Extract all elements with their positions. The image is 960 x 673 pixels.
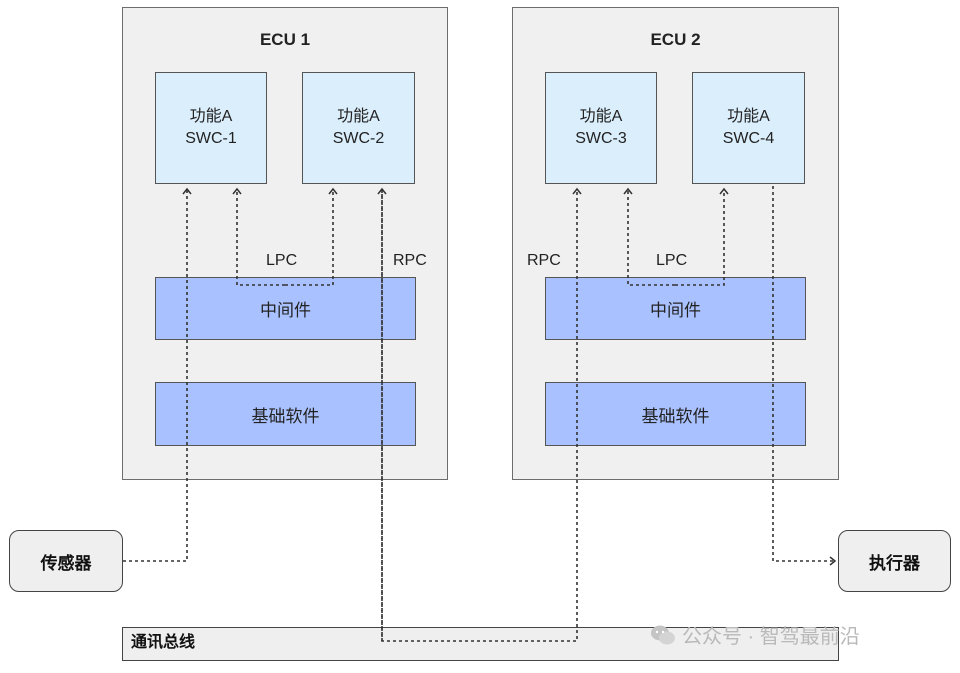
ecu-2-title: ECU 2 bbox=[650, 30, 701, 49]
ecu-1-lpc-label: LPC bbox=[266, 252, 298, 269]
ecu-1-rpc-label: RPC bbox=[393, 252, 427, 269]
watermark: 公众号 · 智驾最前沿 bbox=[650, 620, 860, 649]
swc-1-box: 功能A SWC-1 bbox=[155, 72, 267, 184]
watermark-text: 公众号 · 智驾最前沿 bbox=[682, 626, 860, 648]
swc-2-name: SWC-2 bbox=[332, 130, 385, 147]
swc-1-name: SWC-1 bbox=[185, 130, 237, 147]
swc-4-function-label: 功能A bbox=[727, 108, 770, 125]
swc-2-box: 功能A SWC-2 bbox=[302, 72, 415, 184]
swc-2-function-label: 功能A bbox=[337, 108, 380, 125]
swc-4-name: SWC-4 bbox=[722, 130, 775, 147]
ecu-1-base-software: 基础软件 bbox=[155, 382, 416, 446]
swc-3-box: 功能A SWC-3 bbox=[545, 72, 657, 184]
swc-4-box: 功能A SWC-4 bbox=[692, 72, 805, 184]
ecu-2-middleware: 中间件 bbox=[545, 277, 806, 340]
wechat-icon bbox=[651, 625, 675, 644]
ecu-2-rpc-label: RPC bbox=[527, 252, 561, 269]
swc-1-function-label: 功能A bbox=[189, 108, 233, 125]
actuator-box: 执行器 bbox=[838, 530, 951, 592]
ecu-2-lpc-label: LPC bbox=[656, 252, 688, 269]
sensor-box: 传感器 bbox=[9, 530, 123, 592]
ecu-1-middleware: 中间件 bbox=[155, 277, 416, 340]
swc-3-name: SWC-3 bbox=[575, 130, 627, 147]
ecu-2-base-software: 基础软件 bbox=[545, 382, 806, 446]
swc-3-function-label: 功能A bbox=[579, 108, 623, 125]
ecu-1-title: ECU 1 bbox=[259, 30, 311, 49]
